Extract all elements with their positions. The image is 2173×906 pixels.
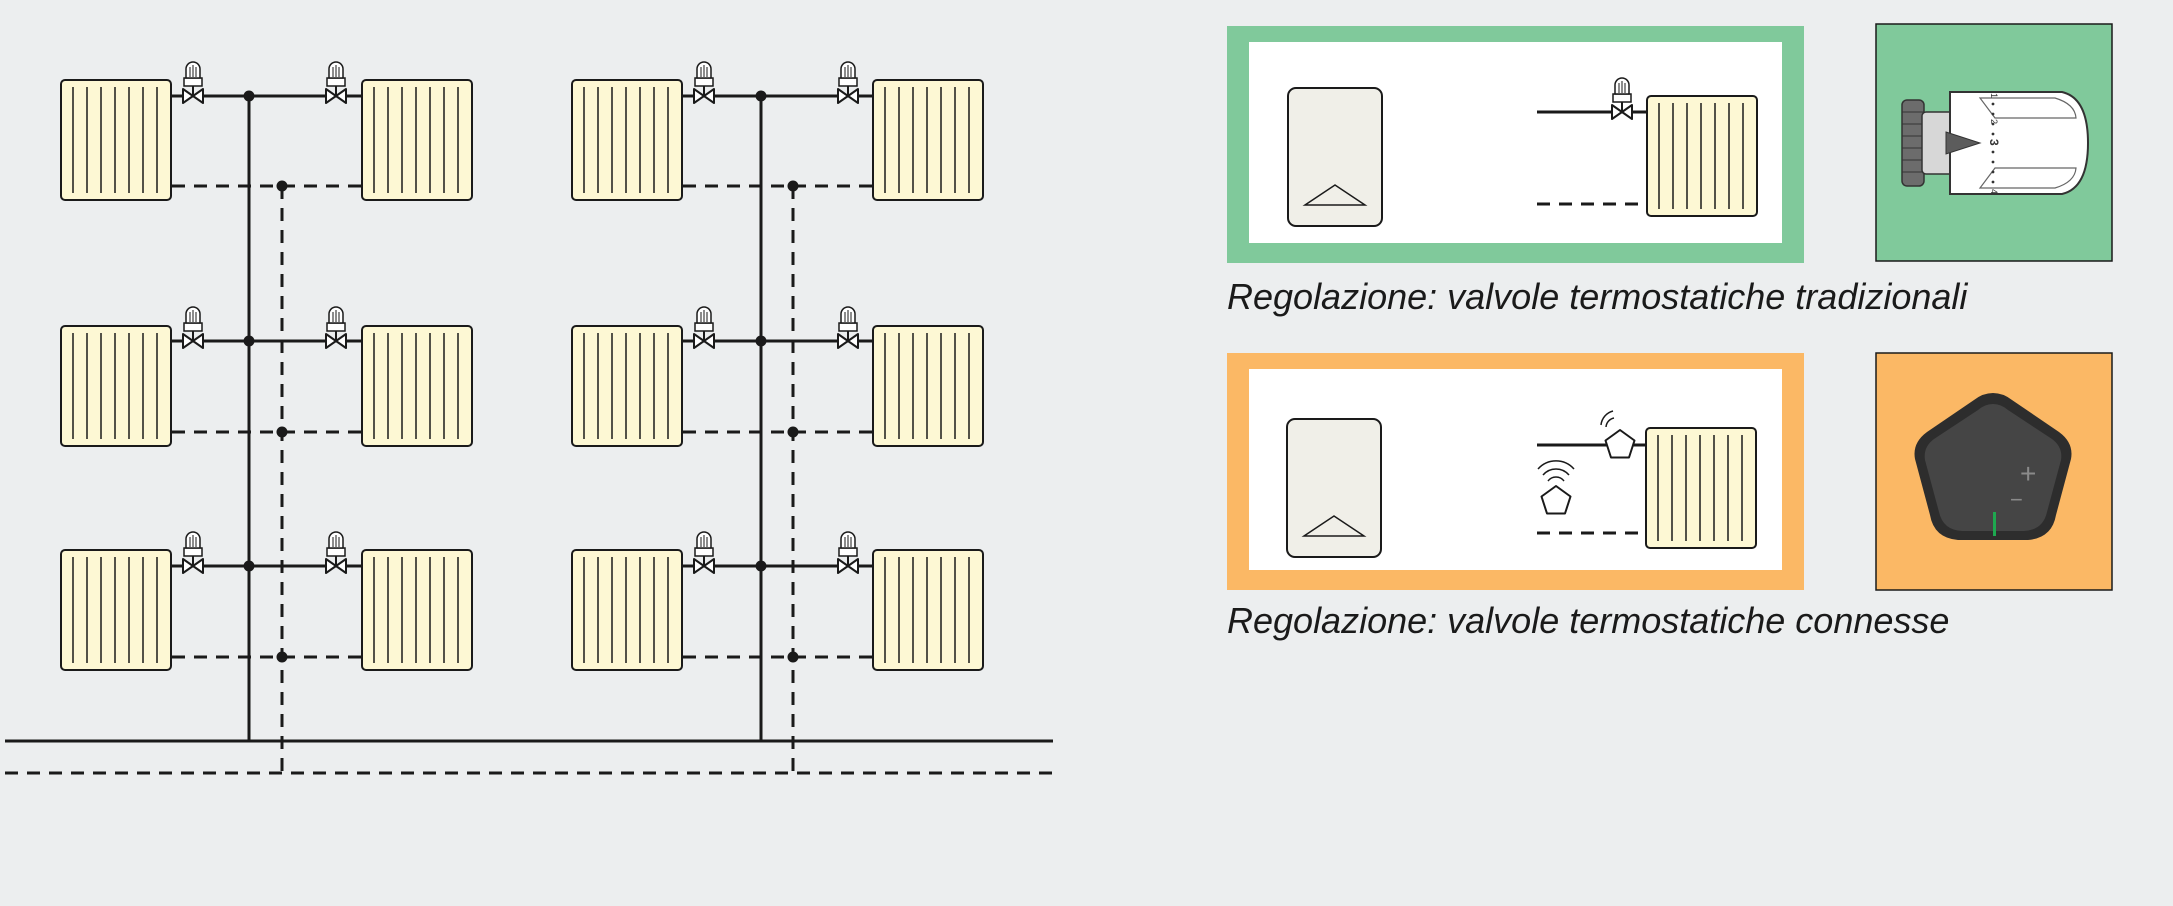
- pipe-junction: [755, 560, 767, 572]
- pipe-junction: [243, 90, 255, 102]
- wireless-signal-icon: [1537, 460, 1575, 482]
- radiator-icon: [361, 549, 473, 671]
- radiator-icon: [571, 79, 683, 201]
- radiator-icon: [60, 549, 172, 671]
- pipe-junction: [755, 90, 767, 102]
- radiator-icon: [872, 325, 984, 447]
- thermostatic-valve-icon: [837, 306, 859, 349]
- thermostatic-valve-icon: [837, 531, 859, 574]
- radiator-icon: [361, 325, 473, 447]
- radiator-icon: [1645, 427, 1757, 549]
- legend-traditional: 1 2 3 4: [1227, 23, 2113, 263]
- pipe-junction: [276, 180, 288, 192]
- radiator-icon: [872, 549, 984, 671]
- radiator-icon: [60, 79, 172, 201]
- pipe-junction: [276, 426, 288, 438]
- plant-diagram: [5, 61, 1053, 775]
- scale-mark: 2: [1989, 119, 1999, 124]
- thermostatic-valve-icon: [693, 306, 715, 349]
- thermostatic-valve-icon: [693, 531, 715, 574]
- thermostatic-valve-icon: [837, 61, 859, 104]
- pipe-junction: [755, 335, 767, 347]
- thermostatic-valve-icon: [182, 306, 204, 349]
- radiator-icon: [60, 325, 172, 447]
- pipe-junction: [787, 651, 799, 663]
- radiator-icon: [1646, 95, 1758, 217]
- plus-control: +: [2020, 458, 2036, 489]
- thermostatic-valve-icon: [325, 531, 347, 574]
- radiator-icon: [361, 79, 473, 201]
- caption-traditional: Regolazione: valvole termostatiche tradi…: [1227, 276, 1968, 317]
- thermostatic-valve-icon: [325, 61, 347, 104]
- status-led: [1993, 512, 1996, 536]
- thermostatic-head-icon: 1 2 3 4: [1901, 91, 2090, 195]
- pipe-junction: [243, 560, 255, 572]
- scale-mark: 1: [1989, 93, 1999, 98]
- thermostatic-valve-icon: [1611, 77, 1633, 120]
- thermostatic-valve-icon: [182, 531, 204, 574]
- minus-control: −: [2010, 487, 2023, 512]
- smart-thermostat-icon: + −: [1914, 393, 2072, 540]
- boiler-icon: [1286, 418, 1382, 558]
- radiator-icon: [872, 79, 984, 201]
- pipe-junction: [787, 180, 799, 192]
- legend-connected: + −: [1227, 352, 2113, 591]
- radiator-icon: [571, 325, 683, 447]
- radiator-icon: [571, 549, 683, 671]
- scale-mark: 4: [1989, 189, 1999, 194]
- thermostatic-valve-icon: [325, 306, 347, 349]
- wireless-signal-icon: [1600, 410, 1615, 428]
- scale-mark: 3: [1987, 139, 2001, 146]
- thermostatic-valve-icon: [182, 61, 204, 104]
- pipe-junction: [276, 651, 288, 663]
- boiler-icon: [1287, 87, 1383, 227]
- pipe-junction: [243, 335, 255, 347]
- caption-connected: Regolazione: valvole termostatiche conne…: [1227, 600, 1950, 641]
- pipe-junction: [787, 426, 799, 438]
- thermostatic-valve-icon: [693, 61, 715, 104]
